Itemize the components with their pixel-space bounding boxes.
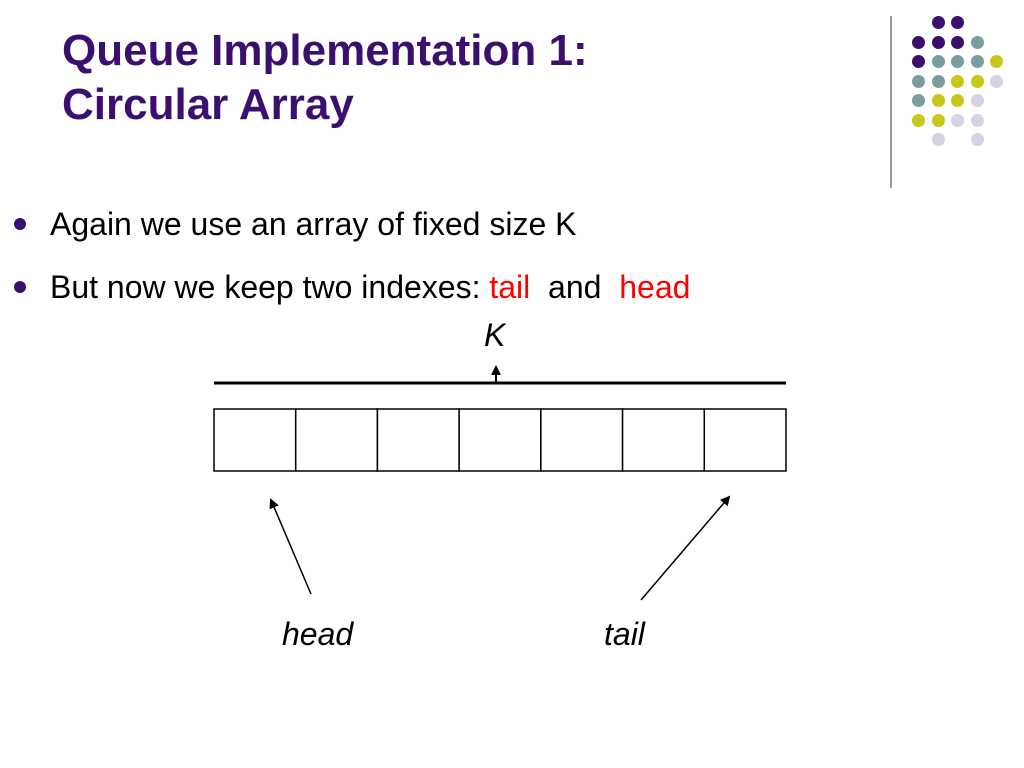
head-keyword: head	[619, 269, 691, 305]
array-cell	[621, 408, 706, 472]
decorative-dot	[912, 35, 925, 49]
array-cells	[213, 408, 787, 472]
decorative-dot	[970, 113, 984, 127]
decorative-dot	[990, 55, 1003, 68]
decorative-dot-grid	[900, 12, 1020, 172]
bullet-list: Again we use an array of fixed size K Bu…	[14, 204, 690, 330]
decorative-dot	[951, 35, 964, 49]
bullet-icon	[14, 281, 26, 293]
decorative-dot	[931, 16, 945, 29]
decorative-dot	[931, 35, 945, 49]
slide-title: Queue Implementation 1: Circular Array	[62, 24, 588, 132]
title-line-2: Circular Array	[62, 80, 354, 129]
tail-pointer-arrow	[640, 495, 731, 601]
decorative-dot	[931, 94, 945, 107]
array-size-label: K	[484, 317, 507, 353]
decorative-dot	[912, 113, 925, 127]
decorative-dot	[931, 113, 945, 127]
bullet-text: Again we use an array of fixed size K	[50, 206, 577, 242]
tail-keyword: tail	[489, 269, 531, 305]
decorative-dot	[970, 74, 984, 88]
decorative-dot	[951, 94, 964, 107]
title-divider	[890, 16, 892, 188]
decorative-dot	[931, 133, 945, 146]
decorative-dot	[970, 133, 984, 146]
head-pointer-label: head	[282, 616, 354, 652]
decorative-dot	[931, 55, 945, 68]
decorative-dot	[990, 74, 1003, 88]
decorative-dot	[970, 94, 984, 107]
bullet-item: But now we keep two indexes: tail and he…	[14, 267, 690, 307]
decorative-dot	[951, 74, 964, 88]
array-cell	[703, 408, 787, 472]
title-line-1: Queue Implementation 1:	[62, 26, 588, 75]
array-cell	[213, 408, 297, 472]
decorative-dot	[912, 55, 925, 68]
decorative-dot	[931, 74, 945, 88]
array-cell	[294, 408, 379, 472]
head-pointer-arrow	[269, 498, 312, 595]
array-cell	[458, 408, 542, 472]
bullet-text-connector: and	[530, 269, 620, 305]
decorative-dot	[912, 74, 925, 88]
decorative-dot	[951, 113, 964, 127]
decorative-dot	[970, 55, 984, 68]
bullet-text: But now we keep two indexes:	[50, 269, 490, 305]
decorative-dot	[951, 16, 964, 29]
array-cell	[540, 408, 624, 472]
tail-pointer-label: tail	[604, 616, 646, 652]
decorative-dot	[912, 94, 925, 107]
bullet-item: Again we use an array of fixed size K	[14, 204, 690, 244]
decorative-dot	[951, 55, 964, 68]
bullet-icon	[14, 218, 26, 230]
decorative-dot	[970, 35, 984, 49]
array-cell	[376, 408, 460, 472]
